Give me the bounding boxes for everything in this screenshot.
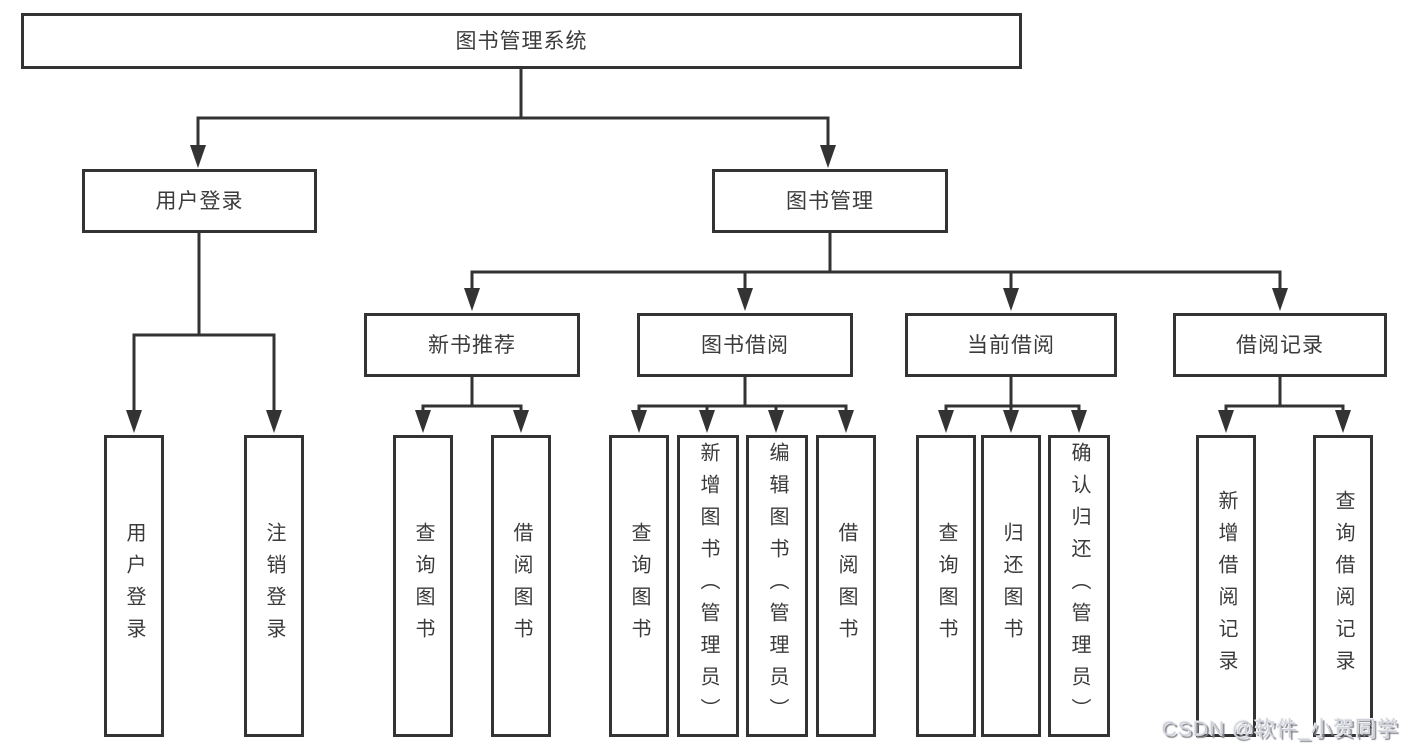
- leaf-borrow-books-recommend: 借阅图书: [491, 435, 551, 737]
- node-label: 归还图书: [1000, 522, 1022, 650]
- leaf-user-login: 用户登录: [104, 435, 164, 737]
- node-label: 查询图书: [412, 522, 434, 650]
- leaf-borrow-books-borrowing: 借阅图书: [816, 435, 876, 737]
- leaf-query-books-borrowing: 查询图书: [609, 435, 669, 737]
- leaf-query-books-current: 查询图书: [916, 435, 976, 737]
- node-label: 新增图书（管理员）: [697, 442, 719, 730]
- node-label: 当前借阅: [967, 333, 1055, 357]
- node-label: 查询图书: [935, 522, 957, 650]
- node-label: 用户登录: [123, 522, 145, 650]
- node-label: 图书管理: [786, 189, 874, 213]
- node-label: 借阅记录: [1236, 333, 1324, 357]
- node-book-borrowing: 图书借阅: [637, 313, 853, 377]
- leaf-add-borrow-record: 新增借阅记录: [1196, 435, 1256, 737]
- leaf-query-borrow-record: 查询借阅记录: [1313, 435, 1373, 737]
- node-label: 图书管理系统: [455, 29, 588, 53]
- node-label: 注销登录: [263, 522, 285, 650]
- node-label: 查询借阅记录: [1332, 490, 1354, 682]
- leaf-confirm-return-admin: 确认归还（管理员）: [1048, 435, 1110, 737]
- leaf-query-books-recommend: 查询图书: [393, 435, 453, 737]
- node-user-login-group: 用户登录: [82, 169, 317, 233]
- node-current-borrowing: 当前借阅: [905, 313, 1117, 377]
- node-label: 用户登录: [155, 189, 244, 213]
- node-label: 借阅图书: [510, 522, 532, 650]
- csdn-watermark: CSDN @软件_小贺同学: [1161, 718, 1399, 741]
- node-label: 确认归还（管理员）: [1068, 442, 1090, 730]
- node-label: 查询图书: [628, 522, 650, 650]
- node-borrowing-records: 借阅记录: [1173, 313, 1387, 377]
- node-label: 新书推荐: [428, 333, 516, 357]
- node-book-management: 图书管理: [712, 169, 948, 233]
- node-new-book-recommend: 新书推荐: [364, 313, 580, 377]
- leaf-logout: 注销登录: [244, 435, 304, 737]
- node-label: 编辑图书（管理员）: [766, 442, 788, 730]
- leaf-return-books: 归还图书: [981, 435, 1041, 737]
- leaf-edit-books-admin: 编辑图书（管理员）: [746, 435, 808, 737]
- node-label: 借阅图书: [835, 522, 857, 650]
- node-label: 新增借阅记录: [1215, 490, 1237, 682]
- node-label: 图书借阅: [701, 333, 789, 357]
- node-library-management-system: 图书管理系统: [21, 13, 1022, 69]
- leaf-add-books-admin: 新增图书（管理员）: [677, 435, 739, 737]
